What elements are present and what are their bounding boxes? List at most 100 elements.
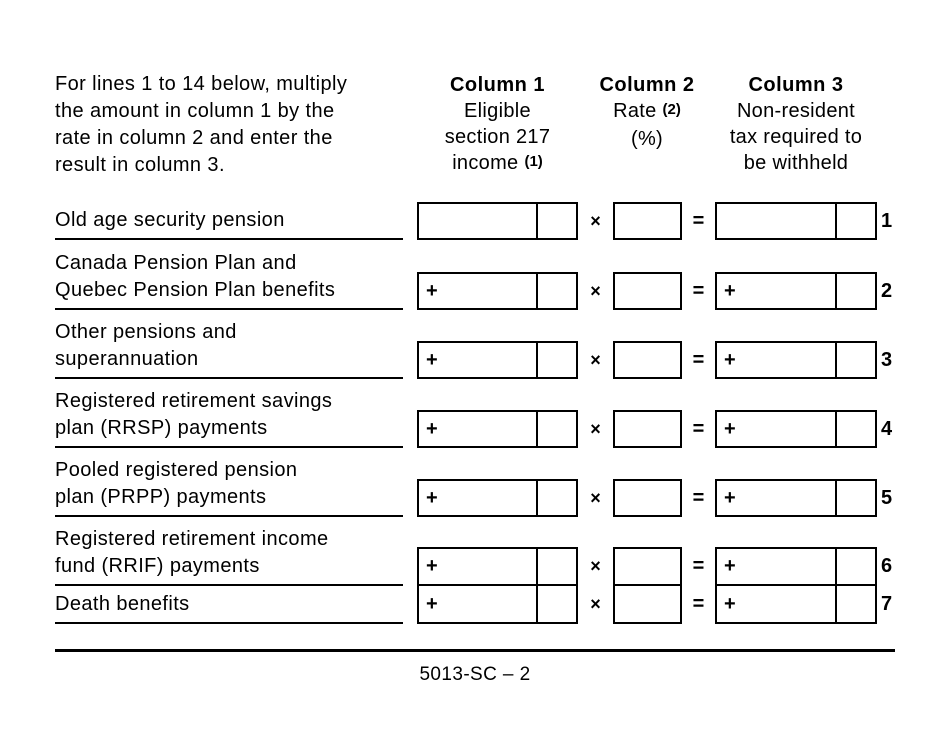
col3-tax-value	[749, 274, 829, 308]
column1-subtitle-line1: Eligible	[464, 100, 531, 122]
column1-subtitle-line3: income(1)	[452, 152, 543, 174]
col1-amount-field[interactable]: +	[417, 547, 578, 586]
plus-sign: +	[724, 592, 736, 615]
table-row: Death benefits + × = + 7	[0, 584, 950, 624]
equals-sign: =	[692, 279, 705, 302]
row-label: Pooled registered pension plan (PRPP) pa…	[55, 457, 403, 517]
footnote-ref-2: (2)	[662, 101, 681, 118]
table-row: Registered retirement income fund (RRIF)…	[0, 528, 950, 586]
multiply-sign: ×	[590, 593, 601, 614]
column3-subtitle-line1: Non-resident	[736, 100, 856, 122]
equals-sign: =	[692, 209, 705, 232]
cents-divider	[536, 343, 538, 377]
cents-divider	[835, 343, 837, 377]
column2-subtitle-line1: Rate(2)	[613, 100, 681, 122]
multiply-sign: ×	[590, 556, 601, 576]
plus-sign: +	[426, 417, 438, 440]
col1-amount-value	[451, 481, 530, 515]
multiply-sign: ×	[590, 418, 601, 439]
multiply-sign: ×	[590, 349, 601, 370]
col2-rate-field[interactable]	[613, 479, 682, 517]
column3-subtitle-line2: tax required to	[729, 126, 863, 148]
row-label: Registered retirement savings plan (RRSP…	[55, 388, 403, 448]
table-row: Old age security pension × = 1	[0, 202, 950, 240]
row-label: Canada Pension Plan and Quebec Pension P…	[55, 250, 403, 310]
col1-amount-value	[451, 204, 530, 238]
column3-header: Column 3 Non-resident tax required to be…	[706, 72, 886, 176]
col1-amount-field[interactable]: +	[417, 479, 578, 517]
plus-sign: +	[724, 555, 736, 577]
col3-tax-field[interactable]: +	[715, 341, 877, 379]
equals-sign: =	[692, 555, 705, 577]
col3-tax-field[interactable]: +	[715, 584, 877, 624]
column3-subtitle-line3: be withheld	[743, 152, 849, 174]
plus-sign: +	[426, 486, 438, 509]
col1-amount-value	[451, 586, 530, 622]
col2-rate-field[interactable]	[613, 410, 682, 448]
column2-subtitle-line2: (%)	[630, 128, 663, 150]
row-label: Other pensions and superannuation	[55, 319, 403, 379]
col3-tax-field[interactable]: +	[715, 410, 877, 448]
col3-tax-field[interactable]: +	[715, 479, 877, 517]
plus-sign: +	[426, 279, 438, 302]
line-number: 2	[881, 279, 893, 302]
col2-rate-value	[623, 549, 672, 584]
plus-sign: +	[724, 417, 736, 440]
instruction-text: For lines 1 to 14 below, multiply the am…	[55, 73, 348, 176]
footer-rule	[55, 649, 895, 652]
column2-title: Column 2	[599, 74, 695, 96]
table-row: Canada Pension Plan and Quebec Pension P…	[0, 252, 950, 310]
col2-rate-value	[623, 586, 672, 622]
col1-amount-field[interactable]: +	[417, 584, 578, 624]
multiply-sign: ×	[590, 487, 601, 508]
col2-rate-field[interactable]	[613, 584, 682, 624]
plus-sign: +	[724, 348, 736, 371]
col1-amount-value	[451, 343, 530, 377]
equals-sign: =	[692, 592, 705, 615]
line-number: 5	[881, 486, 893, 509]
equals-sign: =	[692, 348, 705, 371]
col2-rate-field[interactable]	[613, 202, 682, 240]
footnote-ref-1: (1)	[524, 153, 543, 170]
column2-header: Column 2 Rate(2) (%)	[592, 72, 702, 152]
multiply-sign: ×	[590, 210, 601, 231]
column1-title: Column 1	[449, 74, 546, 96]
col1-amount-field[interactable]: +	[417, 410, 578, 448]
col2-rate-value	[623, 343, 672, 377]
col3-tax-value	[749, 412, 829, 446]
col1-amount-field[interactable]: +	[417, 341, 578, 379]
col2-rate-value	[623, 204, 672, 238]
row-label: Death benefits	[55, 591, 403, 624]
equals-sign: =	[692, 486, 705, 509]
plus-sign: +	[426, 348, 438, 371]
page-number: 5013-SC – 2	[419, 664, 531, 685]
cents-divider	[536, 549, 538, 584]
col2-rate-value	[623, 481, 672, 515]
row-label: Old age security pension	[55, 207, 403, 240]
col2-rate-field[interactable]	[613, 272, 682, 310]
col3-tax-value	[749, 343, 829, 377]
cents-divider	[835, 412, 837, 446]
cents-divider	[835, 549, 837, 584]
plus-sign: +	[426, 555, 438, 577]
plus-sign: +	[724, 279, 736, 302]
col2-rate-value	[623, 274, 672, 308]
plus-sign: +	[724, 486, 736, 509]
col3-tax-value	[749, 481, 829, 515]
col3-tax-field[interactable]	[715, 202, 877, 240]
cents-divider	[835, 204, 837, 238]
col1-amount-field[interactable]: +	[417, 272, 578, 310]
multiply-sign: ×	[590, 280, 601, 301]
col3-tax-value	[749, 586, 829, 622]
col3-tax-field[interactable]: +	[715, 547, 877, 586]
cents-divider	[536, 481, 538, 515]
col3-tax-field[interactable]: +	[715, 272, 877, 310]
col2-rate-field[interactable]	[613, 547, 682, 586]
table-row: Registered retirement savings plan (RRSP…	[0, 390, 950, 448]
col1-amount-value	[451, 549, 530, 584]
col1-amount-field[interactable]	[417, 202, 578, 240]
column3-title: Column 3	[748, 74, 844, 96]
col2-rate-field[interactable]	[613, 341, 682, 379]
cents-divider	[536, 274, 538, 308]
col1-amount-value	[451, 412, 530, 446]
